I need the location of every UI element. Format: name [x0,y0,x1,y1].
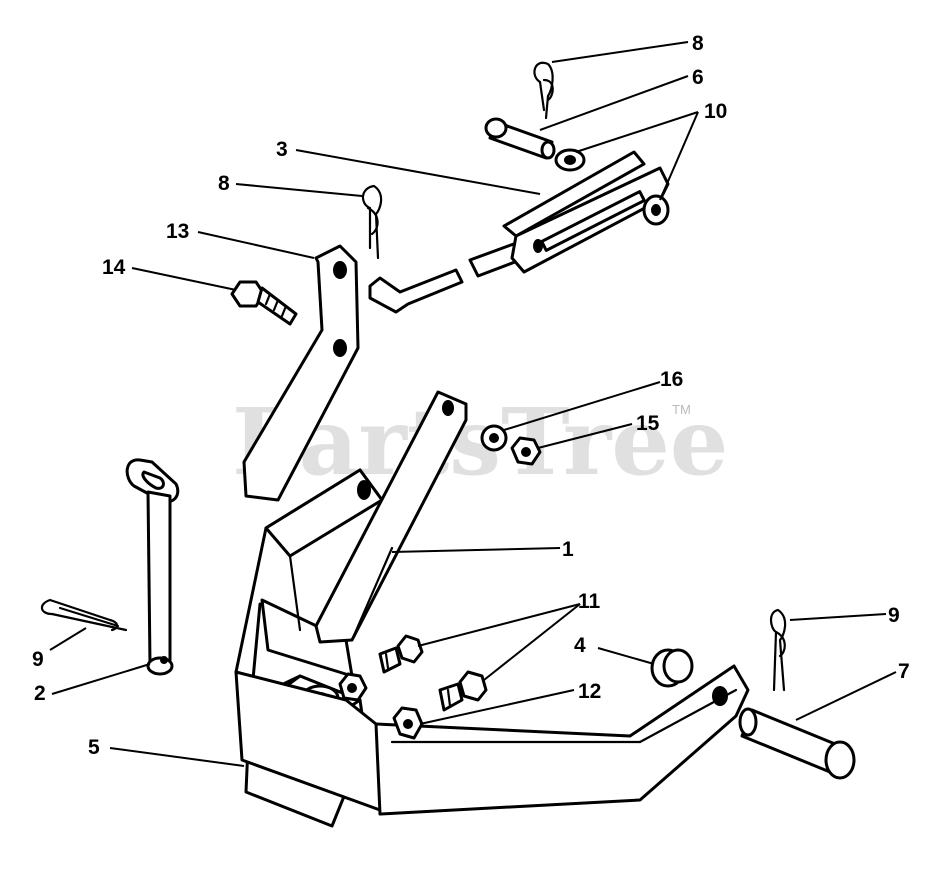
callout-15: 15 [636,412,660,435]
part-9-hairpin-clip-left [40,598,128,632]
callout-labels: 8 6 10 3 8 13 14 16 15 1 11 12 4 9 7 9 2… [32,32,910,759]
callout-5: 5 [88,736,100,759]
callout-1: 1 [562,538,574,561]
callout-3: 3 [276,138,288,161]
part-2-hitch-pin [125,458,180,676]
part-11-bolt-lower [438,670,488,712]
callout-9-left: 9 [32,648,44,671]
leader-lines [49,41,897,767]
callout-9-right: 9 [888,604,900,627]
callout-11: 11 [578,590,601,613]
callout-8-lower: 8 [218,172,230,195]
part-10-washer-lower [642,194,670,226]
part-13-link-arm [242,244,360,502]
part-12-nut-left [338,672,368,702]
callout-14: 14 [102,256,126,279]
part-16-washer [480,424,508,452]
part-9-hairpin-clip-right [769,608,787,692]
callout-13: 13 [166,220,189,243]
part-4-spacer [650,648,694,688]
callout-16: 16 [660,368,683,391]
part-8-hairpin-clip-upper [533,61,554,120]
part-7-clevis-pin [738,707,856,780]
part-14-bolt [230,280,298,326]
part-10-washer-upper [554,148,586,172]
part-15-nut [510,436,542,466]
callout-12: 12 [578,680,601,703]
part-3-adjustment-rod [368,150,670,314]
callout-10: 10 [704,100,727,123]
part-6-clevis-pin [484,117,556,160]
callout-7: 7 [898,660,910,683]
part-8-hairpin-clip-lower [361,184,383,260]
watermark-trademark: TM [672,402,691,417]
callout-2: 2 [34,682,46,705]
callout-4: 4 [574,634,586,657]
part-1-hitch-bracket [234,390,750,816]
part-11-bolt-upper [378,634,424,674]
callout-8-upper: 8 [692,32,704,55]
callout-6: 6 [692,66,704,89]
